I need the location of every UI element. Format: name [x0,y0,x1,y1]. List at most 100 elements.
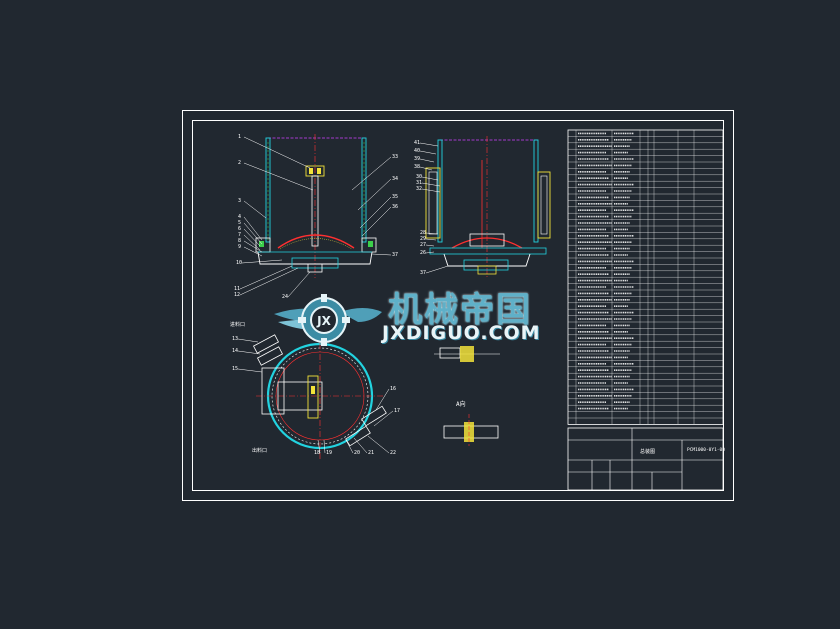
parts-list [567,129,724,425]
side-leader-28 [425,232,439,235]
side-leader-31 [421,182,441,187]
side-balloon-29: 29 [420,236,427,242]
title-block-name: 总装图 [640,449,656,455]
front-balloon-6: 6 [238,226,242,232]
side-balloon-41: 41 [414,140,421,146]
side-balloon-28: 28 [420,230,427,236]
front-leader-12 [239,267,299,296]
front-right-leader-36 [361,206,392,237]
front-right-leader-35 [359,196,392,229]
side-leader-39 [419,158,435,163]
title-block-drawing-no: PCM1000-0Y1-00 [687,448,725,453]
plan-balloon-15: 15 [232,366,239,372]
side-balloon-26: 26 [420,250,427,256]
front-balloon-9: 9 [238,244,242,250]
front-right-leader-33 [351,156,392,191]
front-leader-5 [243,222,263,245]
front-balloon-11: 11 [234,286,241,292]
front-balloon-10: 10 [236,260,243,266]
front-leader-3 [243,200,267,219]
front-balloon-2: 2 [238,160,242,166]
front-right-leader-34 [357,178,392,211]
plan-view [252,332,387,460]
plan-leader-21 [353,437,368,454]
detail-label: A向 [456,401,466,408]
front-balloon-7: 7 [238,232,242,238]
plan-leader-16 [375,388,390,411]
front-balloon-4: 4 [238,214,242,220]
front-view [255,134,377,278]
side-balloon-27: 27 [420,242,427,248]
front-leader-9 [243,246,263,257]
plan-balloon-18: 18 [314,450,321,456]
plan-label-inlet: 进料口 [230,322,246,328]
plan-balloon-13: 13 [232,336,239,342]
outer-border [182,110,734,501]
plan-leader-20 [345,439,354,454]
watermark-en: JXDIGUO.COM [382,322,541,344]
front-leader-6 [243,228,261,247]
plan-leader-14 [237,350,261,355]
side-balloon-31: 31 [416,180,423,186]
side-balloon-32: 32 [416,186,423,192]
side-leader-26 [425,251,435,254]
leader-lines [237,136,449,454]
title-block [567,427,724,491]
cad-drawing [182,110,734,501]
detail-views [434,346,500,446]
plan-leader-22 [367,435,390,454]
side-leader-29 [425,238,437,241]
front-right-balloon-24: 24 [282,294,289,300]
watermark-logo: JX [274,294,382,346]
plan-balloon-21: 21 [368,450,375,456]
plan-leader-13 [237,338,259,343]
front-right-balloon-33: 33 [392,154,399,160]
plan-leader-17 [373,410,394,427]
side-view [425,136,551,278]
side-balloon-39: 39 [414,156,421,162]
front-leader-11 [239,265,293,290]
plan-label-outlet: 出料口 [252,448,268,454]
plan-balloon-16: 16 [390,386,397,392]
front-leader-2 [243,162,314,191]
front-balloon-5: 5 [238,220,242,226]
plan-balloon-20: 20 [354,450,361,456]
plan-leader-18 [317,439,321,454]
side-leader-32 [421,188,441,193]
front-right-leader-37 [371,253,392,256]
watermark-logo-letters: JX [316,314,331,328]
front-balloon-12: 12 [234,292,241,298]
front-balloon-1: 1 [238,134,242,140]
side-leader-30 [421,176,439,181]
front-leader-8 [243,240,263,253]
front-leader-10 [241,259,283,264]
front-right-balloon-34: 34 [392,176,399,182]
plan-leader-15 [237,368,263,373]
inner-border [192,120,724,491]
front-leader-1 [243,136,311,169]
side-balloon-38: 38 [414,164,421,170]
side-leader-38 [419,166,433,171]
side-leader-40 [419,150,437,155]
side-balloon-37: 37 [420,270,427,276]
front-leader-7 [243,234,261,251]
front-balloon-8: 8 [238,238,242,244]
side-balloon-40: 40 [414,148,421,154]
plan-balloon-14: 14 [232,348,239,354]
front-right-leader-24 [287,271,311,298]
plan-balloon-22: 22 [390,450,397,456]
front-balloon-3: 3 [238,198,242,204]
watermark-cn: 机械帝国 [388,290,532,330]
front-right-balloon-36: 36 [392,204,399,210]
plan-balloon-19: 19 [326,450,333,456]
front-right-balloon-37: 37 [392,252,399,258]
plan-leader-19 [323,439,326,454]
side-balloon-30: 30 [416,174,423,180]
plan-balloon-17: 17 [394,408,401,414]
side-leader-37 [425,265,449,274]
front-right-balloon-35: 35 [392,194,399,200]
side-leader-27 [425,244,435,247]
side-leader-41 [419,142,439,147]
front-leader-4 [243,216,263,241]
